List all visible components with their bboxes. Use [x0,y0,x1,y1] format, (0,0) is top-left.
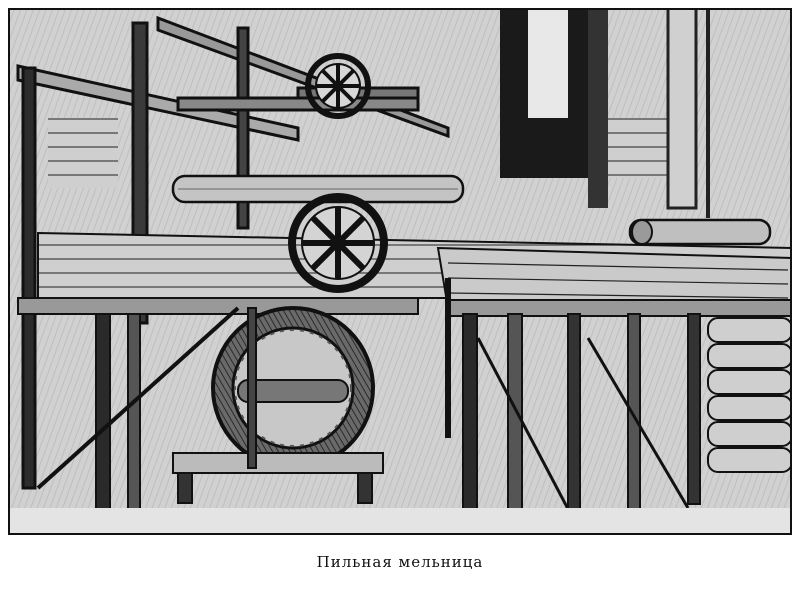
plank-stack [48,118,118,188]
figure-caption: Пильная мельница [316,553,484,571]
sawmill-illustration [8,8,792,535]
top-gear-wheel [305,53,371,119]
building-window [500,8,710,218]
water-wheel [211,306,375,470]
water-wheel-frame [172,307,384,504]
support-trestles [17,297,792,529]
floor [8,508,792,535]
middle-gear-wheel [288,193,388,293]
log-wall [707,317,792,473]
overhead-frame [16,15,450,490]
right-log [628,218,772,246]
